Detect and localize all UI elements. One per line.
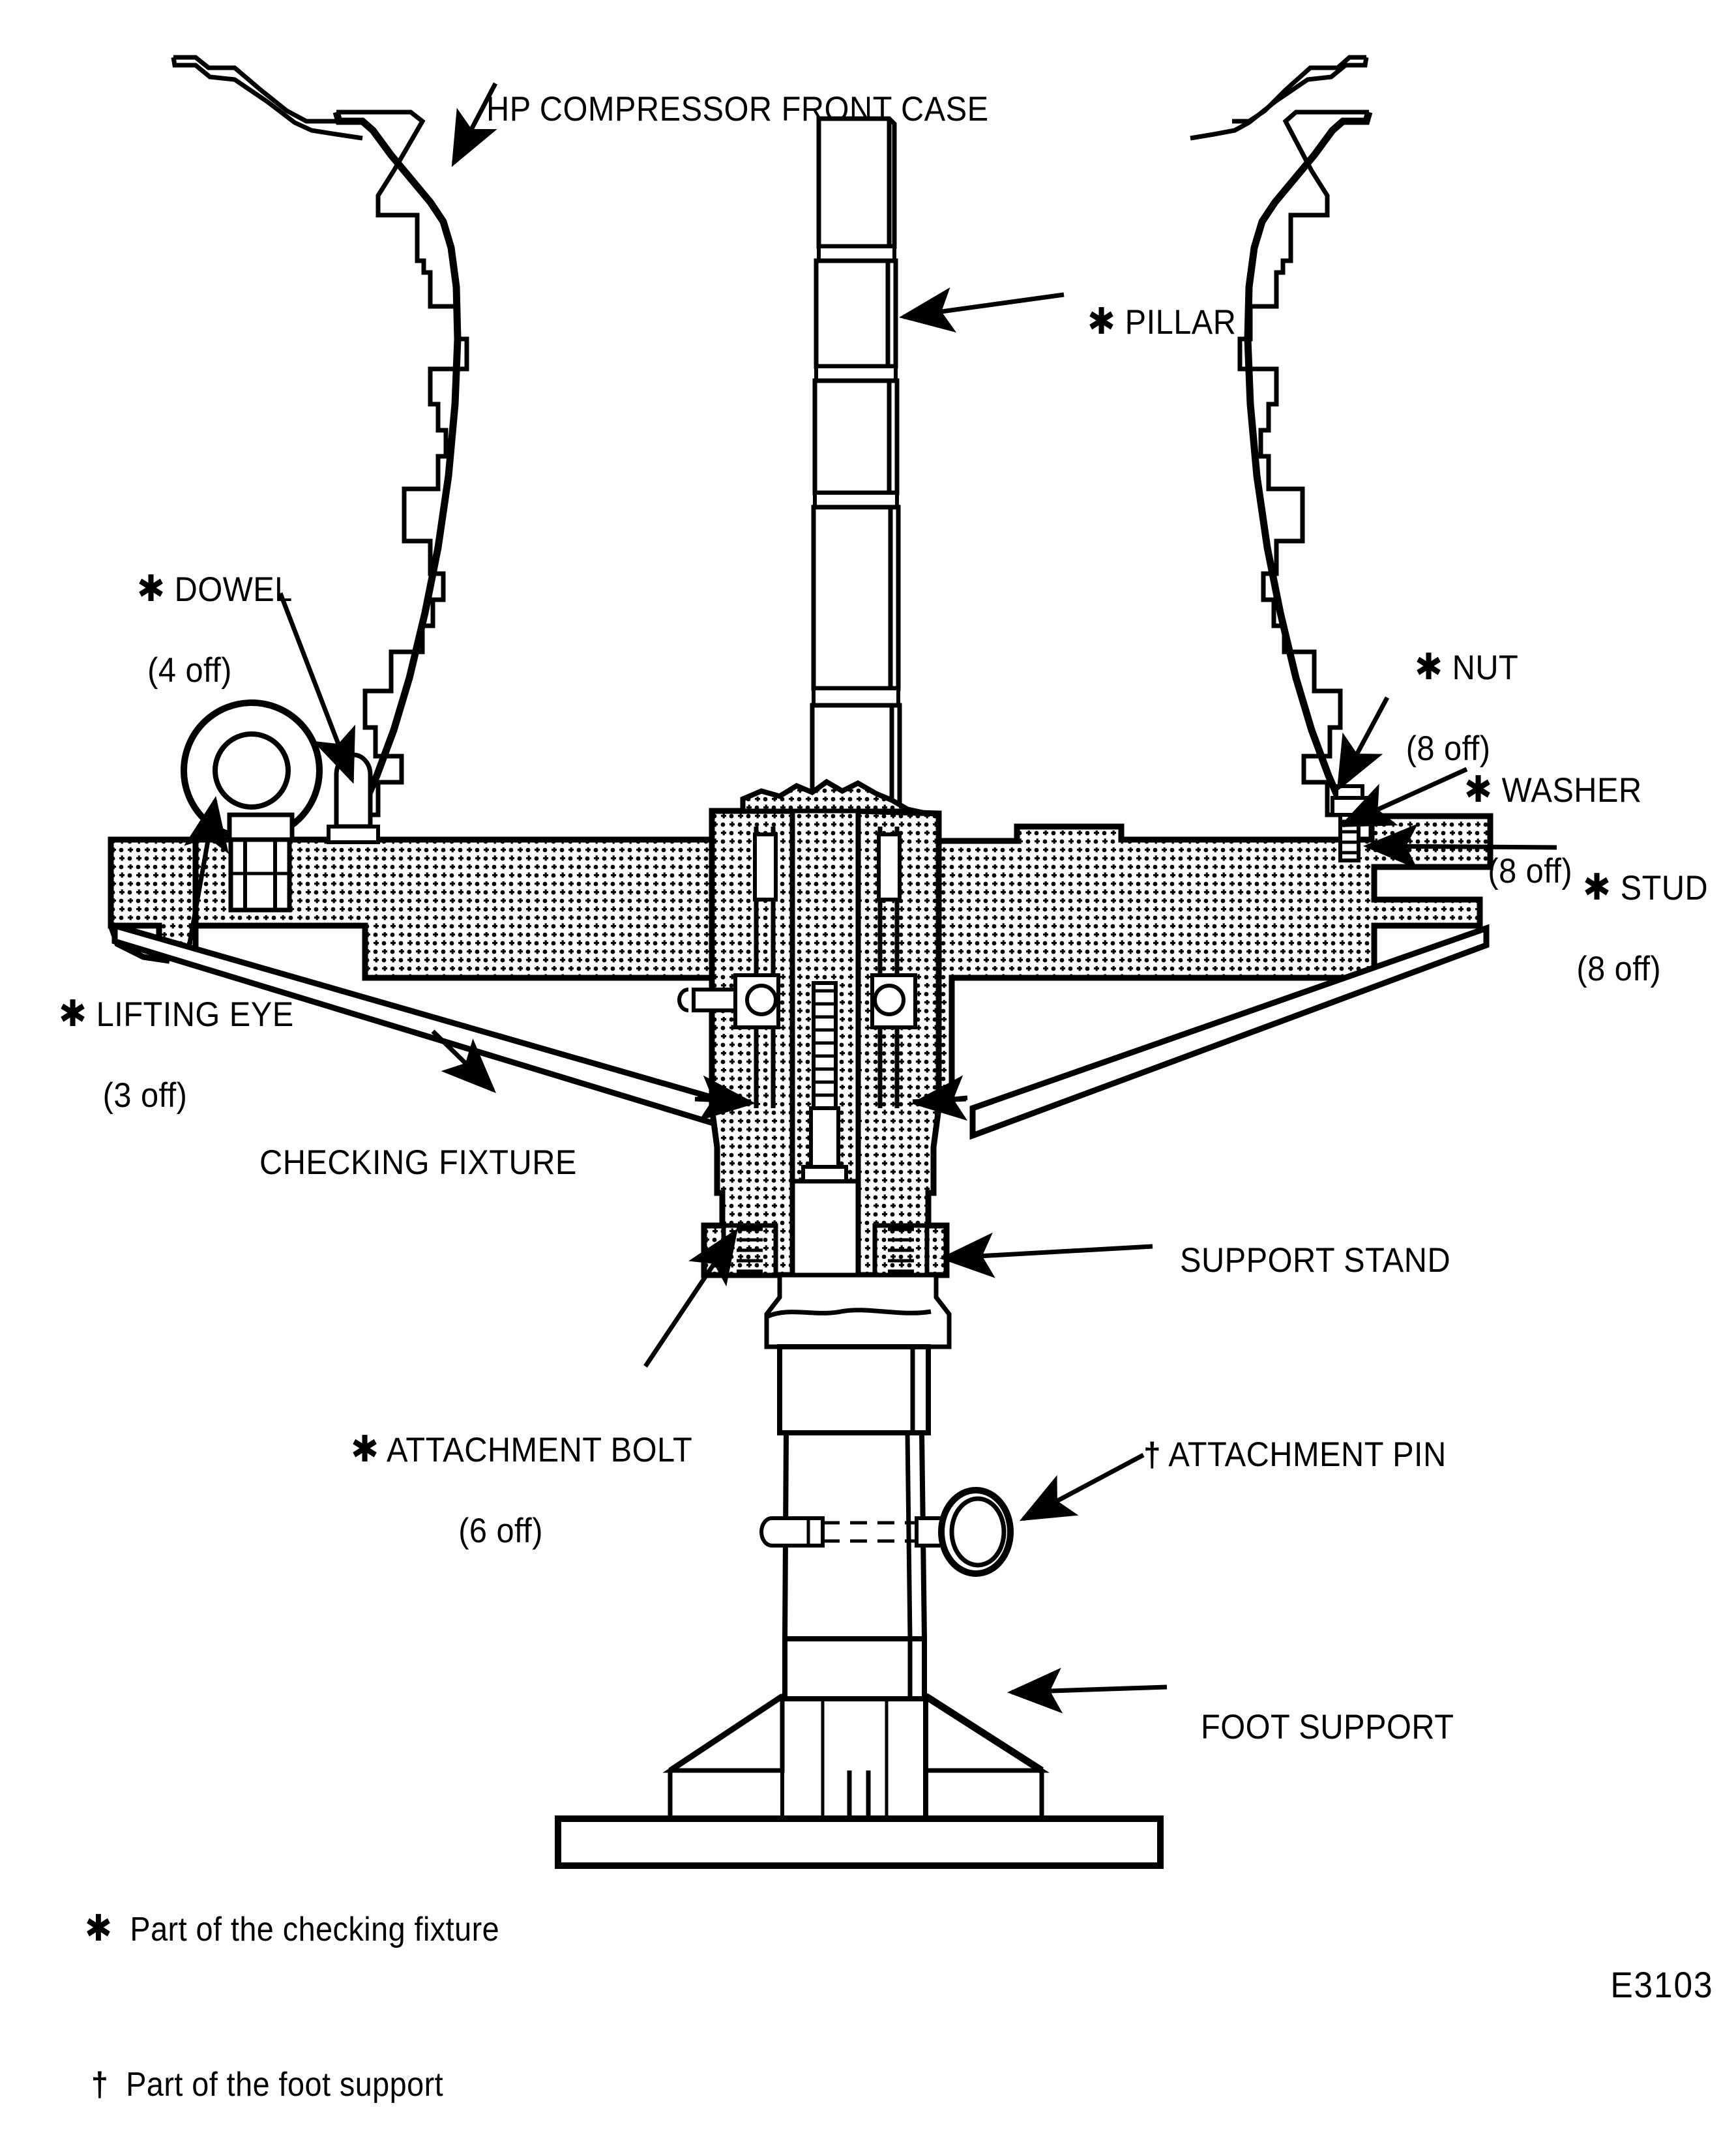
footnote-item: ✱ Part of the checking fixture — [84, 1907, 500, 1949]
label-foot-support: FOOT SUPPORT — [1201, 1708, 1454, 1747]
foot-mark-icon: † — [91, 2065, 109, 2104]
hp-compressor-case-right — [1190, 55, 1373, 829]
hub-side-lug-left — [677, 973, 780, 1029]
label-hp-compressor-front-case: HP COMPRESSOR FRONT CASE — [486, 90, 989, 129]
fixture-mark-icon: ✱ — [351, 1428, 379, 1470]
hub-side-lug-right — [870, 973, 917, 1029]
label-pillar: ✱ PILLAR — [1087, 301, 1237, 342]
checking-fixture — [108, 778, 1493, 1278]
figure-id-code: E3103 — [1610, 1963, 1714, 2005]
foot-mark-icon: † — [1143, 1436, 1162, 1475]
label-washer-qty: (8 off) — [1488, 851, 1573, 890]
fixture-mark-icon: ✱ — [84, 1907, 113, 1949]
lifting-eye — [181, 699, 323, 913]
label-lifting-eye: ✱ LIFTING EYE (3 off) — [40, 953, 294, 1156]
leader-lines — [184, 82, 1557, 1714]
support-stand — [764, 1272, 952, 1641]
fixture-mark-icon: ✱ — [1583, 866, 1611, 908]
label-dowel-qty: (4 off) — [147, 651, 232, 690]
label-stud-qty: (8 off) — [1576, 949, 1662, 988]
footnotes: ✱ Part of the checking fixture † Part of… — [50, 1868, 550, 2107]
hp-compressor-case-left — [171, 55, 469, 829]
technical-diagram-page: HP COMPRESSOR FRONT CASE ✱ PILLAR ✱ DOWE… — [40, 55, 1713, 2104]
fixture-mark-icon: ✱ — [1087, 301, 1116, 342]
label-attachment-bolt-qty: (6 off) — [458, 1511, 543, 1550]
fixture-mark-icon: ✱ — [59, 993, 87, 1035]
centre-screw — [801, 981, 848, 1183]
attachment-pin — [759, 1487, 1014, 1577]
label-support-stand: SUPPORT STAND — [1180, 1241, 1451, 1280]
label-lifting-eye-qty: (3 off) — [102, 1076, 188, 1115]
fixture-mark-icon: ✱ — [1415, 646, 1443, 688]
label-nut-qty: (8 off) — [1405, 729, 1491, 768]
label-attachment-bolt: ✱ ATTACHMENT BOLT (6 off) — [332, 1388, 692, 1591]
fixture-mark-icon: ✱ — [1464, 769, 1493, 810]
label-nut: ✱ NUT (8 off) — [1396, 606, 1518, 809]
label-stud: ✱ STUD (8 off) — [1565, 827, 1708, 1029]
foot-support — [555, 1636, 1164, 1869]
label-washer: ✱ WASHER (8 off) — [1446, 729, 1642, 932]
label-dowel: ✱ DOWEL (4 off) — [119, 528, 293, 731]
fixture-mark-icon: ✱ — [137, 568, 166, 609]
label-checking-fixture: CHECKING FIXTURE — [259, 1143, 577, 1182]
footnote-item: † Part of the foot support — [91, 2065, 444, 2104]
dowel — [327, 752, 380, 844]
pillar — [810, 116, 902, 829]
assembly-drawing — [108, 55, 1557, 1869]
label-attachment-pin: † ATTACHMENT PIN — [1143, 1435, 1447, 1475]
